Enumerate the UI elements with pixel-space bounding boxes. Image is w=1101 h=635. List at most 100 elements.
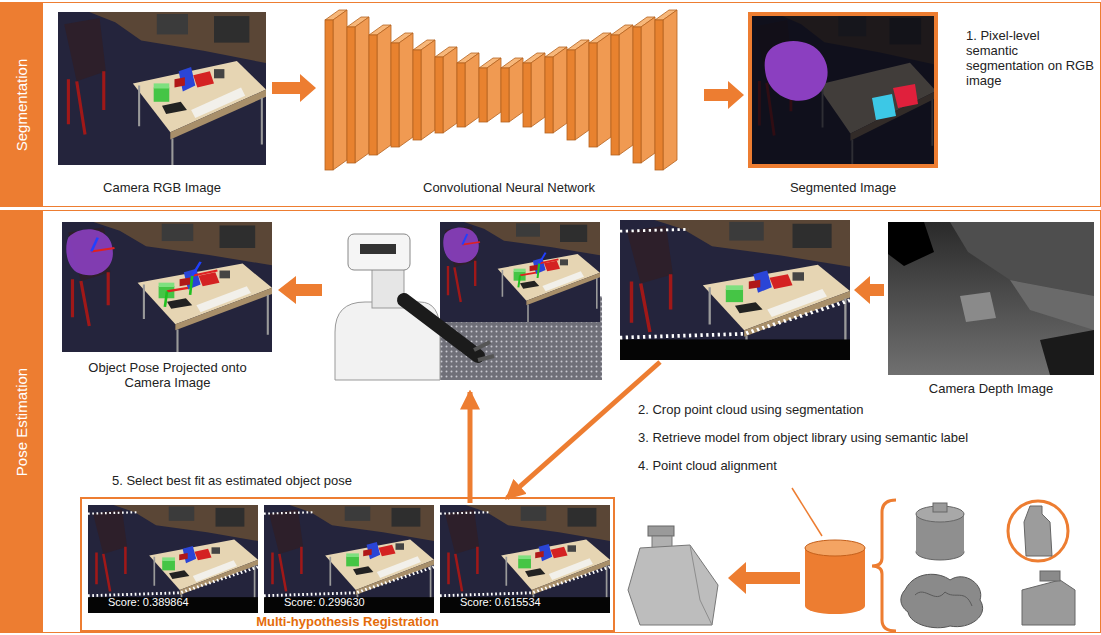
model-shapes bbox=[1040, 571, 1060, 581]
robot-scene bbox=[474, 342, 494, 360]
robot-scene bbox=[348, 234, 410, 270]
bottle-model bbox=[648, 526, 674, 536]
segmented-photo bbox=[750, 14, 936, 166]
cnn-layers bbox=[633, 27, 641, 163]
hypothesis-photos bbox=[88, 505, 258, 613]
score-label: Score: 0.389864 bbox=[108, 596, 189, 609]
cnn-layers bbox=[567, 50, 575, 140]
image-caption: Segmented Image bbox=[748, 180, 938, 195]
cnn-layers bbox=[457, 63, 465, 127]
step-note: 3. Retrieve model from object library us… bbox=[638, 430, 968, 445]
cnn-layers bbox=[501, 68, 509, 122]
image-panel: Object Pose Projected onto Camera Image bbox=[60, 220, 275, 390]
hypothesis-photos bbox=[88, 505, 610, 613]
bottle-model bbox=[690, 545, 712, 625]
hypothesis-photos bbox=[346, 542, 421, 578]
cnn-layers bbox=[443, 47, 457, 133]
cnn-layers bbox=[355, 17, 369, 163]
cnn-layers bbox=[523, 63, 531, 127]
depth-photo bbox=[960, 292, 996, 322]
cnn-layers bbox=[545, 57, 553, 133]
cnn-layers bbox=[655, 20, 663, 170]
depth-photo bbox=[888, 222, 1094, 375]
cnn-layers bbox=[479, 68, 487, 122]
rgb-photo bbox=[58, 12, 266, 165]
model-shapes bbox=[1024, 506, 1052, 556]
pointcloud-photo bbox=[620, 220, 850, 360]
pose-photo bbox=[62, 222, 272, 352]
image-panel: Segmented Image bbox=[748, 12, 938, 195]
hypothesis-photos bbox=[264, 505, 434, 613]
hypothesis-image: Score: 0.615534 bbox=[440, 505, 610, 613]
step-note: 5. Select best fit as estimated object p… bbox=[112, 473, 352, 488]
cnn-layers bbox=[531, 53, 545, 127]
cnn-layers bbox=[399, 33, 413, 147]
pointcloud-photo bbox=[620, 229, 850, 360]
cnn-layers bbox=[611, 35, 619, 155]
cnn-layers bbox=[377, 25, 391, 155]
cnn-layers bbox=[589, 43, 597, 147]
pointcloud-photo bbox=[620, 220, 850, 360]
bottle-model bbox=[628, 526, 718, 625]
cnn-layers bbox=[509, 58, 523, 122]
model-shapes bbox=[901, 501, 1075, 628]
robot-scene bbox=[335, 222, 602, 380]
image-caption: Object Pose Projected onto Camera Image bbox=[60, 360, 275, 390]
bottle-model bbox=[628, 545, 718, 625]
step-note: 4. Point cloud alignment bbox=[638, 458, 777, 473]
hypothesis-photos bbox=[264, 512, 434, 613]
cnn-layers bbox=[663, 10, 677, 170]
hypothesis-image: Score: 0.389864 bbox=[88, 505, 258, 613]
model-shapes bbox=[1008, 501, 1068, 561]
rgb-photo bbox=[58, 12, 266, 165]
segmented-photo bbox=[750, 14, 936, 166]
cnn-layers bbox=[325, 20, 333, 170]
cnn-layers bbox=[487, 58, 501, 122]
flow-arrow bbox=[704, 81, 744, 109]
cnn-layers bbox=[369, 35, 377, 155]
cnn-layers bbox=[325, 10, 677, 170]
cnn-layers bbox=[391, 43, 399, 147]
cnn-layers bbox=[333, 10, 347, 170]
section-band: SegmentationCamera RGB ImageConvolutiona… bbox=[0, 2, 1101, 207]
pose-photo bbox=[62, 222, 272, 352]
model-shapes bbox=[1022, 580, 1075, 625]
cnn-layers bbox=[347, 27, 355, 163]
pose-photo bbox=[66, 229, 113, 275]
hypothesis-photos bbox=[440, 505, 610, 613]
section-band: Pose EstimationObject Pose Projected ont… bbox=[0, 210, 1101, 633]
pointcloud-photo bbox=[726, 270, 827, 317]
cnn-layers bbox=[597, 33, 611, 147]
step-note: 1. Pixel-level semantic segmentation on … bbox=[966, 28, 1094, 88]
segmented-photo bbox=[872, 94, 896, 120]
cnn-layers bbox=[575, 40, 589, 140]
box-caption: Multi-hypothesis Registration bbox=[82, 614, 613, 629]
cnn-layers bbox=[553, 47, 567, 133]
object-library bbox=[805, 540, 865, 556]
cnn-layers bbox=[325, 20, 663, 170]
image-panel: Camera Depth Image bbox=[886, 220, 1096, 396]
depth-photo bbox=[888, 222, 934, 266]
flow-arrow bbox=[468, 392, 473, 503]
segmented-photo bbox=[750, 14, 936, 166]
depth-photo bbox=[1040, 330, 1094, 375]
image-panel: Camera RGB Image bbox=[58, 12, 266, 195]
cnn-layers bbox=[413, 50, 421, 140]
pose-photo bbox=[91, 238, 217, 307]
depth-photo bbox=[888, 222, 1094, 375]
depth-photo bbox=[1010, 280, 1094, 330]
rgb-photo bbox=[154, 67, 246, 118]
model-shapes bbox=[901, 574, 983, 627]
hypothesis-photos bbox=[440, 512, 610, 613]
model-shapes bbox=[933, 503, 947, 512]
segmented-photo bbox=[750, 14, 936, 166]
robot-scene bbox=[404, 300, 478, 356]
flow-arrow bbox=[792, 488, 822, 536]
flow-arrow bbox=[272, 74, 316, 102]
cnn-layers bbox=[619, 25, 633, 155]
flow-arrow bbox=[728, 562, 800, 594]
model-shapes bbox=[915, 592, 972, 606]
